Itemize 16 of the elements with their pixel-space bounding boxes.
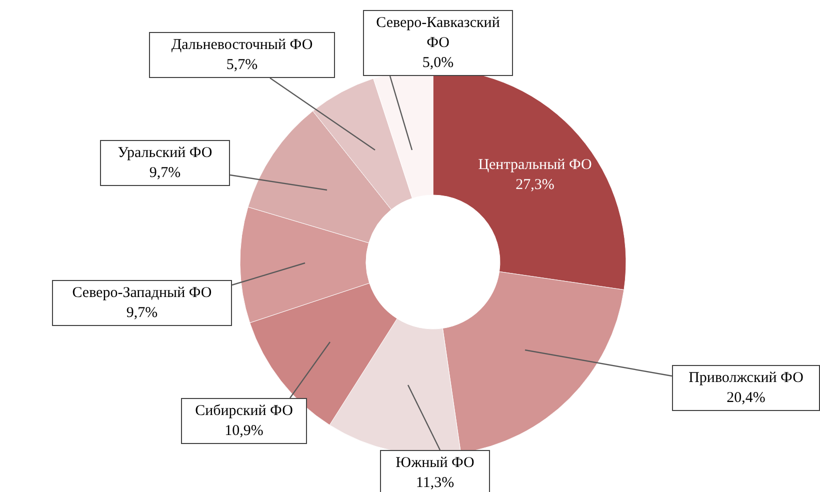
value-label: 5,7%	[226, 56, 258, 75]
category-label: Приволжский ФО	[688, 369, 804, 388]
value-label: 10,9%	[224, 422, 264, 441]
category-label: Северо-Кавказский ФО	[375, 14, 501, 53]
category-label: Северо-Западный ФО	[72, 284, 212, 303]
value-label: 11,3%	[416, 474, 454, 492]
category-label: Сибирский ФО	[195, 402, 293, 421]
value-label: 20,4%	[726, 389, 766, 408]
category-label: Центральный ФО	[478, 156, 592, 175]
category-label: Уральский ФО	[118, 144, 212, 163]
value-label: 9,7%	[149, 164, 181, 183]
value-label: 27,3%	[516, 176, 554, 195]
value-label: 5,0%	[422, 54, 454, 73]
value-label: 9,7%	[126, 304, 158, 323]
category-label: Дальневосточный ФО	[171, 36, 313, 55]
category-label: Южный ФО	[396, 454, 474, 473]
